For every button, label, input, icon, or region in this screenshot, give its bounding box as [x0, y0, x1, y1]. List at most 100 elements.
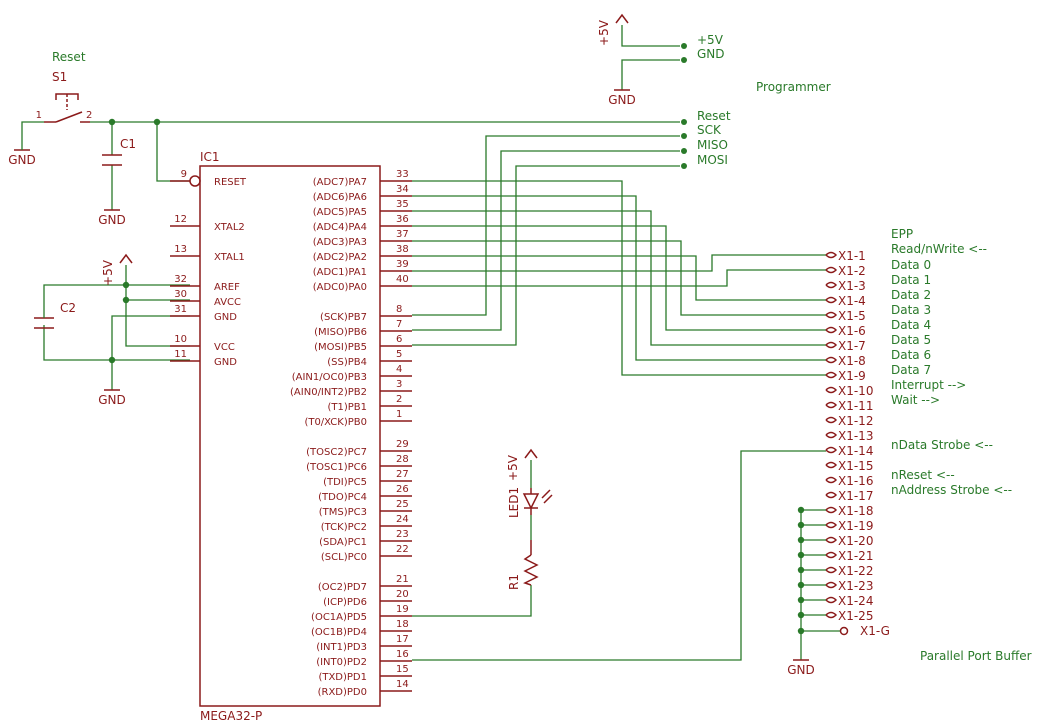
connector-signal-label: Wait -->: [891, 393, 940, 407]
programmer-terminal: [681, 43, 687, 49]
connector-pin-symbol: [825, 416, 838, 424]
connector-signal-label: nAddress Strobe <--: [891, 483, 1012, 497]
pin-name: (INT0)PD2: [316, 657, 367, 668]
pin-number: 32: [174, 274, 187, 285]
connector-signal-label: nReset <--: [891, 468, 955, 482]
connector-signal-label: Data 2: [891, 288, 931, 302]
connector-pin-symbol: [825, 506, 838, 514]
connector-pin-symbol: [825, 521, 838, 529]
c1-name: C1: [120, 137, 136, 151]
ic1-body: [199, 165, 381, 707]
pin-number: 7: [396, 319, 402, 330]
r1-name: R1: [507, 574, 521, 590]
connector-pin-symbol: [825, 476, 838, 484]
pin-number: 2: [396, 394, 402, 405]
connector-signal-label: Data 0: [891, 258, 931, 272]
s1-contact: [55, 111, 83, 123]
connector-pin-label: X1-9: [838, 369, 866, 383]
generated-elements: IC1MEGA32-P9RESET12XTAL213XTAL132AREF30A…: [8, 13, 1032, 723]
programmer-pin-label: MOSI: [697, 153, 728, 167]
junction-dot: [108, 118, 116, 126]
pin-name: (SDA)PC1: [319, 537, 367, 548]
connector-pin-label: X1-4: [838, 294, 866, 308]
connector-pin-label: X1-14: [838, 444, 873, 458]
pin-number: 37: [396, 229, 409, 240]
connector-ground-terminal: [839, 626, 849, 636]
connector-pin-label: X1-15: [838, 459, 873, 473]
s1-pin2: 2: [86, 110, 92, 121]
connector-pin-symbol: [825, 566, 838, 574]
connector-pin-label: X1-12: [838, 414, 873, 428]
pin-name: (TMS)PC3: [319, 507, 367, 518]
connector-pin-label: X1-24: [838, 594, 873, 608]
pin-number: 5: [396, 349, 402, 360]
buffer-title: Parallel Port Buffer: [920, 649, 1032, 663]
reset-inverter-bubble: [189, 175, 201, 187]
led1-diode: [522, 493, 540, 510]
pin-number: 14: [396, 679, 409, 690]
pin-name: (TXD)PD1: [318, 672, 367, 683]
programmer-pin-label: SCK: [697, 123, 722, 137]
connector-signal-label: Read/nWrite <--: [891, 242, 987, 256]
connector-pin-label: X1-23: [838, 579, 873, 593]
pin-name: (T1)PB1: [327, 402, 367, 413]
pin-number: 26: [396, 484, 409, 495]
led1-light-arrow: [543, 494, 553, 504]
connector-pin-symbol: [825, 431, 838, 439]
connector-pin-label: X1-20: [838, 534, 873, 548]
pin-number: 10: [174, 334, 187, 345]
connector-pin-symbol: [825, 461, 838, 469]
vcc-led-arrow: [524, 448, 538, 459]
pin-name: (ADC1)PA1: [313, 267, 367, 278]
pin-name: (TOSC1)PC6: [306, 462, 367, 473]
s1-name: S1: [52, 70, 67, 84]
gnd-connector-label: GND: [787, 663, 815, 677]
pin-name: (TCK)PC2: [321, 522, 367, 533]
led1-name: LED1: [507, 487, 521, 518]
pin-number: 16: [396, 649, 409, 660]
connector-pin-label: X1-2: [838, 264, 866, 278]
junction-dot: [122, 281, 130, 289]
pin-name: (TOSC2)PC7: [306, 447, 367, 458]
connector-pin-symbol: [825, 596, 838, 604]
pin-name: (OC2)PD7: [318, 582, 367, 593]
junction-dot: [797, 581, 805, 589]
connector-pin-label: X1-11: [838, 399, 873, 413]
pin-number: 15: [396, 664, 409, 675]
connector-pin-symbol: [825, 491, 838, 499]
programmer-terminal: [681, 57, 687, 63]
pin-number: 4: [396, 364, 402, 375]
pin-number: 38: [396, 244, 409, 255]
connector-pin-label: X1-21: [838, 549, 873, 563]
pin-number: 22: [396, 544, 409, 555]
pin-number: 30: [174, 289, 187, 300]
led1-light-arrow: [541, 489, 551, 499]
junction-dot: [108, 356, 116, 364]
connector-pin-symbol: [825, 581, 838, 589]
pin-number: 12: [174, 214, 187, 225]
pin-name: (SCK)PB7: [320, 312, 367, 323]
pin-number: 24: [396, 514, 409, 525]
connector-pin-symbol: [825, 296, 838, 304]
connector-pin-symbol: [825, 356, 838, 364]
pin-name: (ADC4)PA4: [313, 222, 367, 233]
connector-pin-symbol: [825, 311, 838, 319]
pin-name: GND: [214, 357, 237, 368]
pin-name: (OC1B)PD4: [311, 627, 367, 638]
pin-name: VCC: [214, 342, 235, 353]
pin-number: 39: [396, 259, 409, 270]
pin-number: 28: [396, 454, 409, 465]
pin-name: (MISO)PB6: [314, 327, 367, 338]
vcc-prog-label: +5V: [597, 19, 611, 46]
pin-name: GND: [214, 312, 237, 323]
ic1-name: IC1: [200, 150, 220, 164]
connector-signal-label: Data 5: [891, 333, 931, 347]
ic1-value: MEGA32-P: [200, 709, 262, 723]
connector-pin-label: X1-22: [838, 564, 873, 578]
connector-pin-symbol: [825, 326, 838, 334]
vcc-led-label: +5V: [506, 454, 520, 481]
pin-name: (ICP)PD6: [323, 597, 367, 608]
pin-number: 29: [396, 439, 409, 450]
pin-number: 13: [174, 244, 187, 255]
